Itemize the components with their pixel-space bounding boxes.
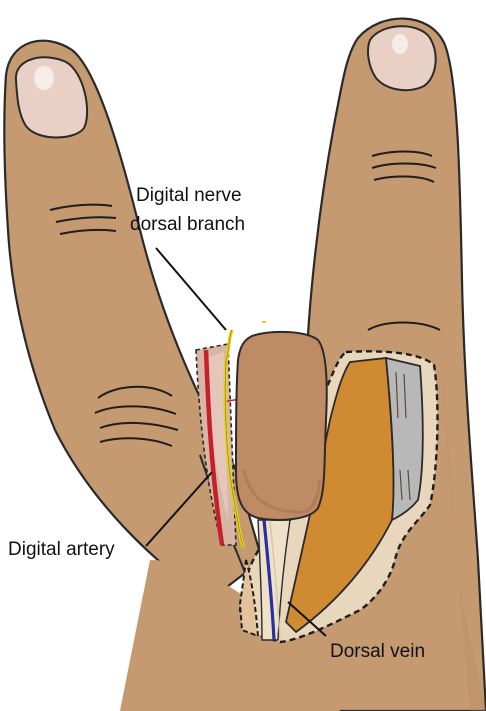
label-dorsal-vein: Dorsal vein xyxy=(330,641,425,662)
label-digital-nerve-line1: Digital nerve xyxy=(136,185,242,206)
label-digital-artery: Digital artery xyxy=(8,539,115,560)
label-digital-nerve-line2: dorsal branch xyxy=(130,214,245,235)
nail-right-highlight xyxy=(392,34,408,54)
raised-flap xyxy=(236,332,327,520)
nail-left-highlight xyxy=(34,66,54,90)
